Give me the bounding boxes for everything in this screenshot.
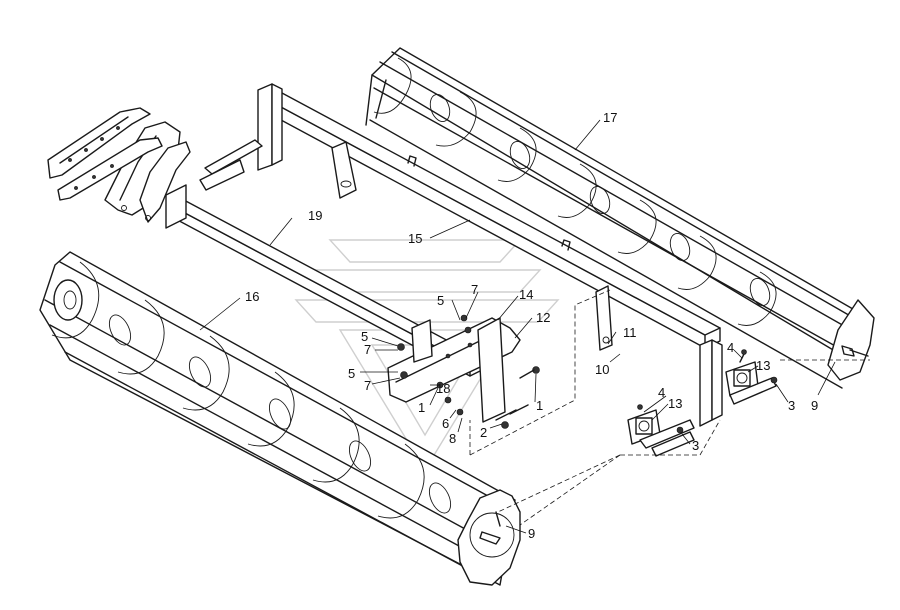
part-label-13: 13 bbox=[756, 358, 770, 373]
part-label-13: 13 bbox=[668, 396, 682, 411]
part-label-5: 5 bbox=[437, 293, 444, 308]
part-label-19: 19 bbox=[308, 208, 322, 223]
part-label-1: 1 bbox=[418, 400, 425, 415]
part-label-9: 9 bbox=[811, 398, 818, 413]
leader-lines bbox=[199, 119, 836, 534]
part-label-17: 17 bbox=[603, 110, 617, 125]
part-label-11: 11 bbox=[623, 325, 637, 340]
hitch-arms bbox=[47, 107, 191, 223]
part-label-4: 4 bbox=[658, 385, 665, 400]
part-label-3: 3 bbox=[788, 398, 795, 413]
part-label-4: 4 bbox=[727, 340, 734, 355]
bearing-housings bbox=[497, 349, 870, 526]
part-labels: 1 1 2 3 3 4 4 5 5 5 6 7 7 7 8 9 9 10 11 … bbox=[245, 110, 818, 541]
main-frame bbox=[165, 83, 723, 427]
part-label-18: 18 bbox=[436, 381, 450, 396]
part-label-5: 5 bbox=[361, 329, 368, 344]
part-label-15: 15 bbox=[408, 231, 422, 246]
part-label-10: 10 bbox=[595, 362, 609, 377]
part-label-9: 9 bbox=[528, 526, 535, 541]
part-label-8: 8 bbox=[449, 431, 456, 446]
centre-bracket bbox=[387, 289, 611, 456]
front-roller bbox=[39, 251, 521, 586]
part-label-1: 1 bbox=[536, 398, 543, 413]
part-label-14: 14 bbox=[519, 287, 533, 302]
part-label-3: 3 bbox=[692, 438, 699, 453]
part-label-7: 7 bbox=[364, 342, 371, 357]
part-label-2: 2 bbox=[480, 425, 487, 440]
part-label-12: 12 bbox=[536, 310, 550, 325]
part-label-7: 7 bbox=[364, 378, 371, 393]
part-label-5: 5 bbox=[348, 366, 355, 381]
part-label-6: 6 bbox=[442, 416, 449, 431]
part-label-7: 7 bbox=[471, 282, 478, 297]
part-label-16: 16 bbox=[245, 289, 259, 304]
